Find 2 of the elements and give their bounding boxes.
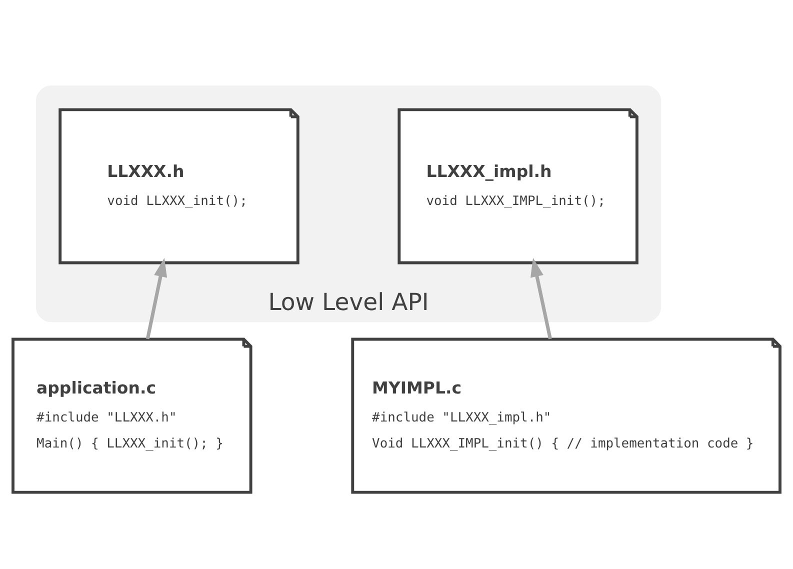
arrow (530, 258, 552, 340)
arrow (146, 258, 168, 340)
